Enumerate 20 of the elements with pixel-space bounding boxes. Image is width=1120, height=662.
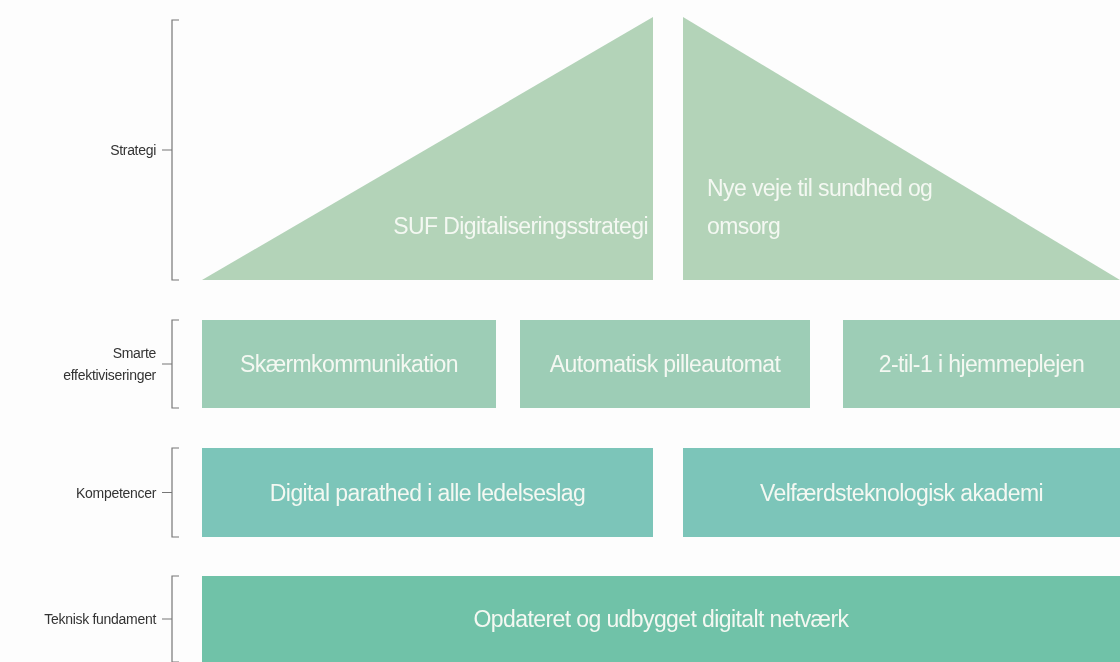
layer-title: Automatisk pilleautomat bbox=[548, 350, 782, 379]
layer-box bbox=[683, 448, 1120, 537]
layer-label: Kompetencer bbox=[75, 483, 156, 503]
roof-triangle bbox=[683, 17, 1120, 280]
layer-box bbox=[843, 320, 1120, 408]
layer-box bbox=[202, 320, 496, 408]
roof-triangle bbox=[202, 17, 653, 280]
layer-box bbox=[520, 320, 810, 408]
layer-title: Digital parathed i alle ledelseslag bbox=[268, 478, 587, 508]
layer-title: Skærmkommunikation bbox=[239, 350, 459, 379]
layer-title: 2-til-1 i hjemmeplejen bbox=[877, 350, 1086, 379]
layer-label: Strategi bbox=[109, 141, 156, 160]
layer-box bbox=[202, 576, 1120, 662]
layer-label: Smarte effektiviseringer bbox=[62, 344, 156, 385]
layer-title: SUF Digitaliseringsstrategi bbox=[392, 212, 648, 241]
layer-title: Velfærdsteknologisk akademi bbox=[759, 478, 1044, 508]
layer-box bbox=[202, 448, 653, 537]
layer-label: Teknisk fundament bbox=[43, 610, 156, 629]
layer-title: Nye veje til sundhed og omsorg bbox=[707, 174, 934, 241]
layer-title: Opdateret og udbygget digitalt netværk bbox=[472, 605, 850, 634]
